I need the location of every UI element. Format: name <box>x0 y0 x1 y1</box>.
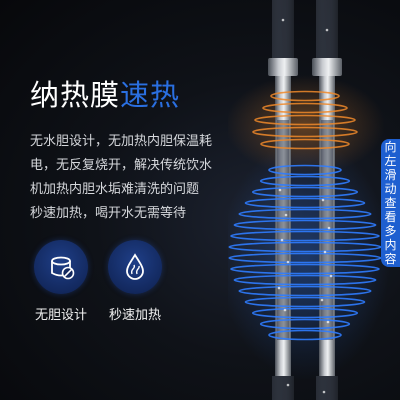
heat-ring-blue <box>230 263 380 275</box>
heat-ring-blue <box>228 252 382 264</box>
water-bubble <box>281 18 285 22</box>
water-bubble <box>321 198 325 202</box>
heat-ring-blue <box>259 318 351 330</box>
heat-ring-orange <box>260 138 350 150</box>
heat-ring-orange <box>270 90 340 102</box>
description: 无水胆设计，无加热内胆保温耗 电，无反复烧开，解决传统饮水 机加热内胆水垢难清洗… <box>30 130 252 226</box>
heat-ring-blue <box>244 296 366 308</box>
description-line: 机加热内胆水垢难清洗的问题 <box>30 182 200 197</box>
description-line: 电，无反复烧开，解决传统饮水 <box>30 158 213 173</box>
heat-ring-orange <box>254 114 356 126</box>
heat-ring-blue <box>228 241 382 253</box>
water-bubble <box>286 260 290 264</box>
feature-label: 秒速加热 <box>108 308 161 323</box>
water-bubble <box>329 274 333 278</box>
description-line: 无水胆设计，无加热内胆保温耗 <box>30 134 213 149</box>
headline-accent: 速热 <box>120 78 181 112</box>
heat-ring-orange <box>252 126 358 138</box>
water-bubble <box>286 383 290 387</box>
feature-icon-badge <box>108 240 162 294</box>
heating-tubes-illustration <box>228 0 390 400</box>
feature-label: 无胆设计 <box>34 308 87 323</box>
heat-ring-blue <box>268 164 342 176</box>
headline-main: 纳热膜 <box>30 78 121 112</box>
heat-ring-blue <box>251 307 359 319</box>
heat-ring-blue <box>268 329 342 341</box>
heat-ring-blue <box>233 219 377 231</box>
heat-ring-blue <box>244 197 366 209</box>
heat-ring-blue <box>251 186 359 198</box>
description-line: 秒速加热，喝开水无需等待 <box>30 206 187 221</box>
heat-ring-blue <box>259 175 351 187</box>
water-bubble <box>280 238 284 242</box>
water-bubble <box>322 390 326 394</box>
feature-no-tank: 无胆设计 <box>30 240 92 323</box>
heat-ring-orange <box>262 102 348 114</box>
water-bubble <box>283 308 287 312</box>
swipe-left-hint-tab[interactable]: 向 左 滑 动 查 看 多 内 容 <box>381 139 400 267</box>
heat-ring-blue <box>233 274 377 286</box>
water-bubble <box>327 226 331 230</box>
feature-icon-badge <box>34 240 88 294</box>
water-bubble <box>278 188 282 192</box>
feature-fast-heat: 秒速加热 <box>104 240 166 323</box>
heat-ring-blue <box>230 230 380 242</box>
water-bubble <box>320 298 324 302</box>
water-bubble <box>326 320 330 324</box>
headline: 纳热膜速热 <box>30 72 180 114</box>
water-bubble <box>277 286 281 290</box>
water-bubble <box>284 213 288 217</box>
water-drop-heat-icon <box>126 253 144 280</box>
no-tank-icon <box>51 256 75 280</box>
heat-ring-blue <box>238 208 372 220</box>
water-bubble <box>325 28 329 32</box>
heat-ring-blue <box>238 285 372 297</box>
water-bubble <box>323 250 327 254</box>
